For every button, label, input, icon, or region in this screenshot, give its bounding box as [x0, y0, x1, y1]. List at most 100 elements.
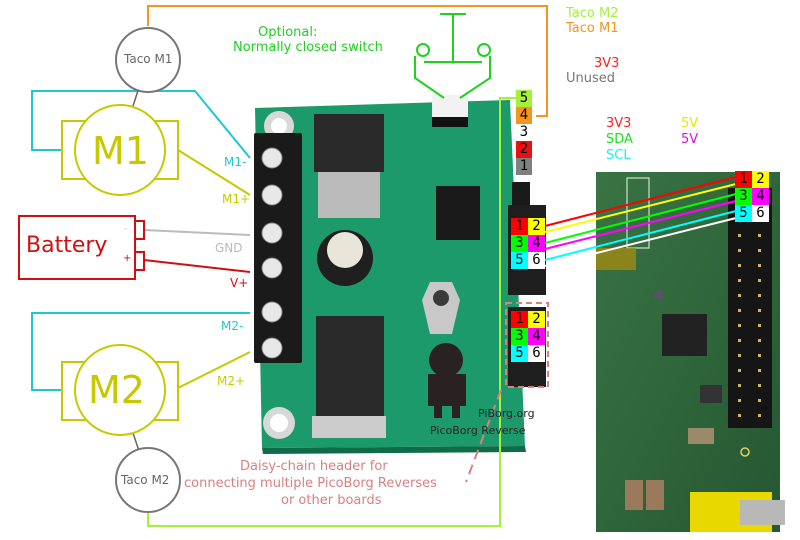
i2c-wire	[544, 210, 737, 261]
board-product: PicoBorg Reverse	[430, 424, 526, 437]
gpio-pin	[758, 294, 761, 297]
daisy-pin: 2	[528, 311, 545, 328]
gpio-pin	[738, 339, 741, 342]
i2c-wire	[544, 217, 737, 267]
terminal-screw	[261, 301, 283, 323]
i2c-legend-item: 5V	[681, 116, 699, 131]
taco-m2-wire	[147, 97, 516, 527]
terminal-screw	[261, 147, 283, 169]
daisy-pin: 5	[511, 345, 528, 362]
gpio-pin	[758, 234, 761, 237]
taco-legend-item: Taco M1	[566, 21, 619, 36]
board-brand: PiBorg.org	[478, 407, 535, 420]
pi-gpio-pin: 3	[735, 188, 752, 205]
battery-label: Battery	[26, 233, 108, 258]
taco-legend-item: Unused	[566, 71, 616, 86]
picoborg-reverse-board	[254, 95, 549, 454]
m1-neg-label: M1-	[224, 155, 247, 169]
battery-neg-sign: -	[124, 224, 128, 234]
gpio-pin	[738, 309, 741, 312]
gpio-pin	[738, 354, 741, 357]
battery	[18, 215, 145, 280]
gpio-header	[728, 188, 772, 428]
gpio-pin	[758, 264, 761, 267]
m2-neg-label: M2-	[221, 319, 244, 333]
daisy-pin: 3	[511, 328, 528, 345]
i2c-legend-item: SCL	[606, 148, 631, 163]
i2c-wire	[544, 200, 737, 250]
gpio-pin	[758, 339, 761, 342]
i2c-pin: 1	[511, 218, 528, 235]
taco-pin: 1	[516, 158, 532, 175]
gpio-pin	[738, 384, 741, 387]
motor-m1-label: M1	[92, 129, 149, 173]
i2c-pin: 4	[528, 235, 545, 252]
terminal-screw	[261, 222, 283, 244]
taco-pin: 2	[516, 141, 532, 158]
m1-pos-label: M1+	[222, 192, 251, 206]
daisy-pin: 1	[511, 311, 528, 328]
gpio-pin	[758, 309, 761, 312]
gpio-pin	[738, 234, 741, 237]
gpio-pin	[738, 369, 741, 372]
m1-neg-wire	[31, 90, 251, 159]
gpio-pin	[758, 384, 761, 387]
terminal-screw	[261, 337, 283, 359]
motor-m2	[61, 344, 179, 436]
taco-pin: 5	[516, 90, 532, 107]
i2c-pin: 2	[528, 218, 545, 235]
i2c-wire	[544, 183, 737, 233]
i2c-wire	[544, 176, 737, 227]
i2c-wire	[544, 193, 737, 244]
pi-gpio-pin: 6	[752, 205, 769, 222]
taco-m2-label: Taco M2	[121, 473, 170, 487]
taco-pin: 4	[516, 107, 532, 124]
m2-neg-wire	[31, 312, 250, 391]
terminal-screw	[261, 257, 283, 279]
gpio-pin	[738, 279, 741, 282]
gpio-pin	[758, 414, 761, 417]
battery-pos-sign: +	[123, 253, 132, 264]
gpio-pin	[758, 279, 761, 282]
gpio-pin	[758, 249, 761, 252]
pi-gpio-pin: 1	[735, 171, 752, 188]
m2-pos-label: M2+	[217, 374, 246, 388]
gpio-pin	[738, 414, 741, 417]
daisy-pin: 6	[528, 345, 545, 362]
taco-m2-sensor	[115, 447, 181, 513]
wires	[31, 5, 737, 527]
taco-m1-label: Taco M1	[124, 52, 173, 66]
taco-m1-sensor	[115, 27, 181, 93]
motor-m2-label: M2	[88, 368, 145, 412]
taco-pin: 3	[516, 124, 532, 141]
pi-gpio-pin: 4	[752, 188, 769, 205]
gpio-pin	[758, 369, 761, 372]
taco-m1-wire	[147, 5, 548, 117]
gnd-wire	[143, 229, 251, 236]
raspberry-pi-board	[596, 172, 785, 532]
gpio-pin	[758, 354, 761, 357]
daisy-pin: 4	[528, 328, 545, 345]
vplus-wire	[143, 259, 251, 273]
gpio-pin	[738, 399, 741, 402]
taco-legend-item: Taco M2	[566, 6, 619, 21]
terminal-screw	[261, 184, 283, 206]
gnd-label: GND	[215, 241, 243, 255]
i2c-legend-item: 5V	[681, 132, 699, 147]
switch-note-line1: Optional:	[258, 25, 318, 40]
i2c-pin: 3	[511, 235, 528, 252]
gpio-pin	[738, 249, 741, 252]
gpio-pin	[758, 399, 761, 402]
daisy-note-line2: connecting multiple PicoBorg Reverses	[184, 476, 437, 491]
m1-pos-wire	[177, 149, 251, 196]
pi-gpio-pin: 2	[752, 171, 769, 188]
motor-m1	[61, 104, 179, 196]
i2c-legend-item: SDA	[606, 132, 633, 147]
i2c-pin: 5	[511, 252, 528, 269]
i2c-pin: 6	[528, 252, 545, 269]
vplus-label: V+	[230, 276, 249, 290]
daisy-note-line1: Daisy-chain header for	[240, 459, 388, 474]
gpio-pin	[738, 324, 741, 327]
